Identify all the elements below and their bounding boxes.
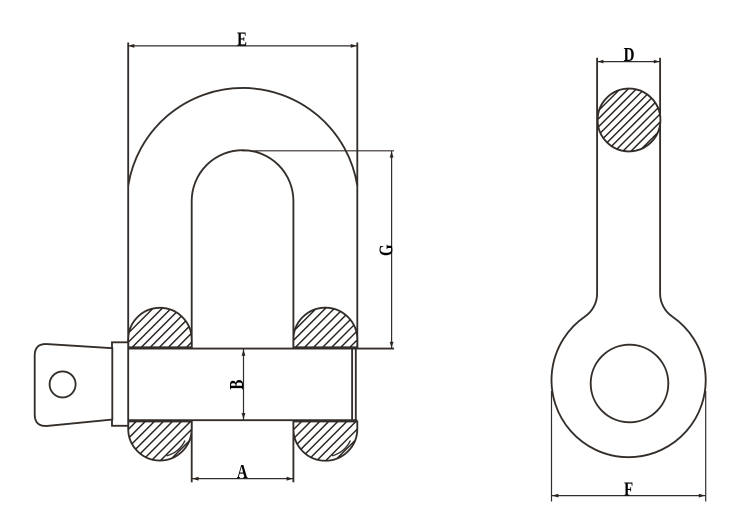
svg-text:D: D: [624, 43, 635, 66]
svg-text:G: G: [374, 244, 397, 256]
svg-text:F: F: [624, 477, 633, 500]
svg-text:A: A: [237, 460, 248, 483]
svg-text:B: B: [225, 379, 248, 389]
svg-text:E: E: [237, 27, 247, 50]
